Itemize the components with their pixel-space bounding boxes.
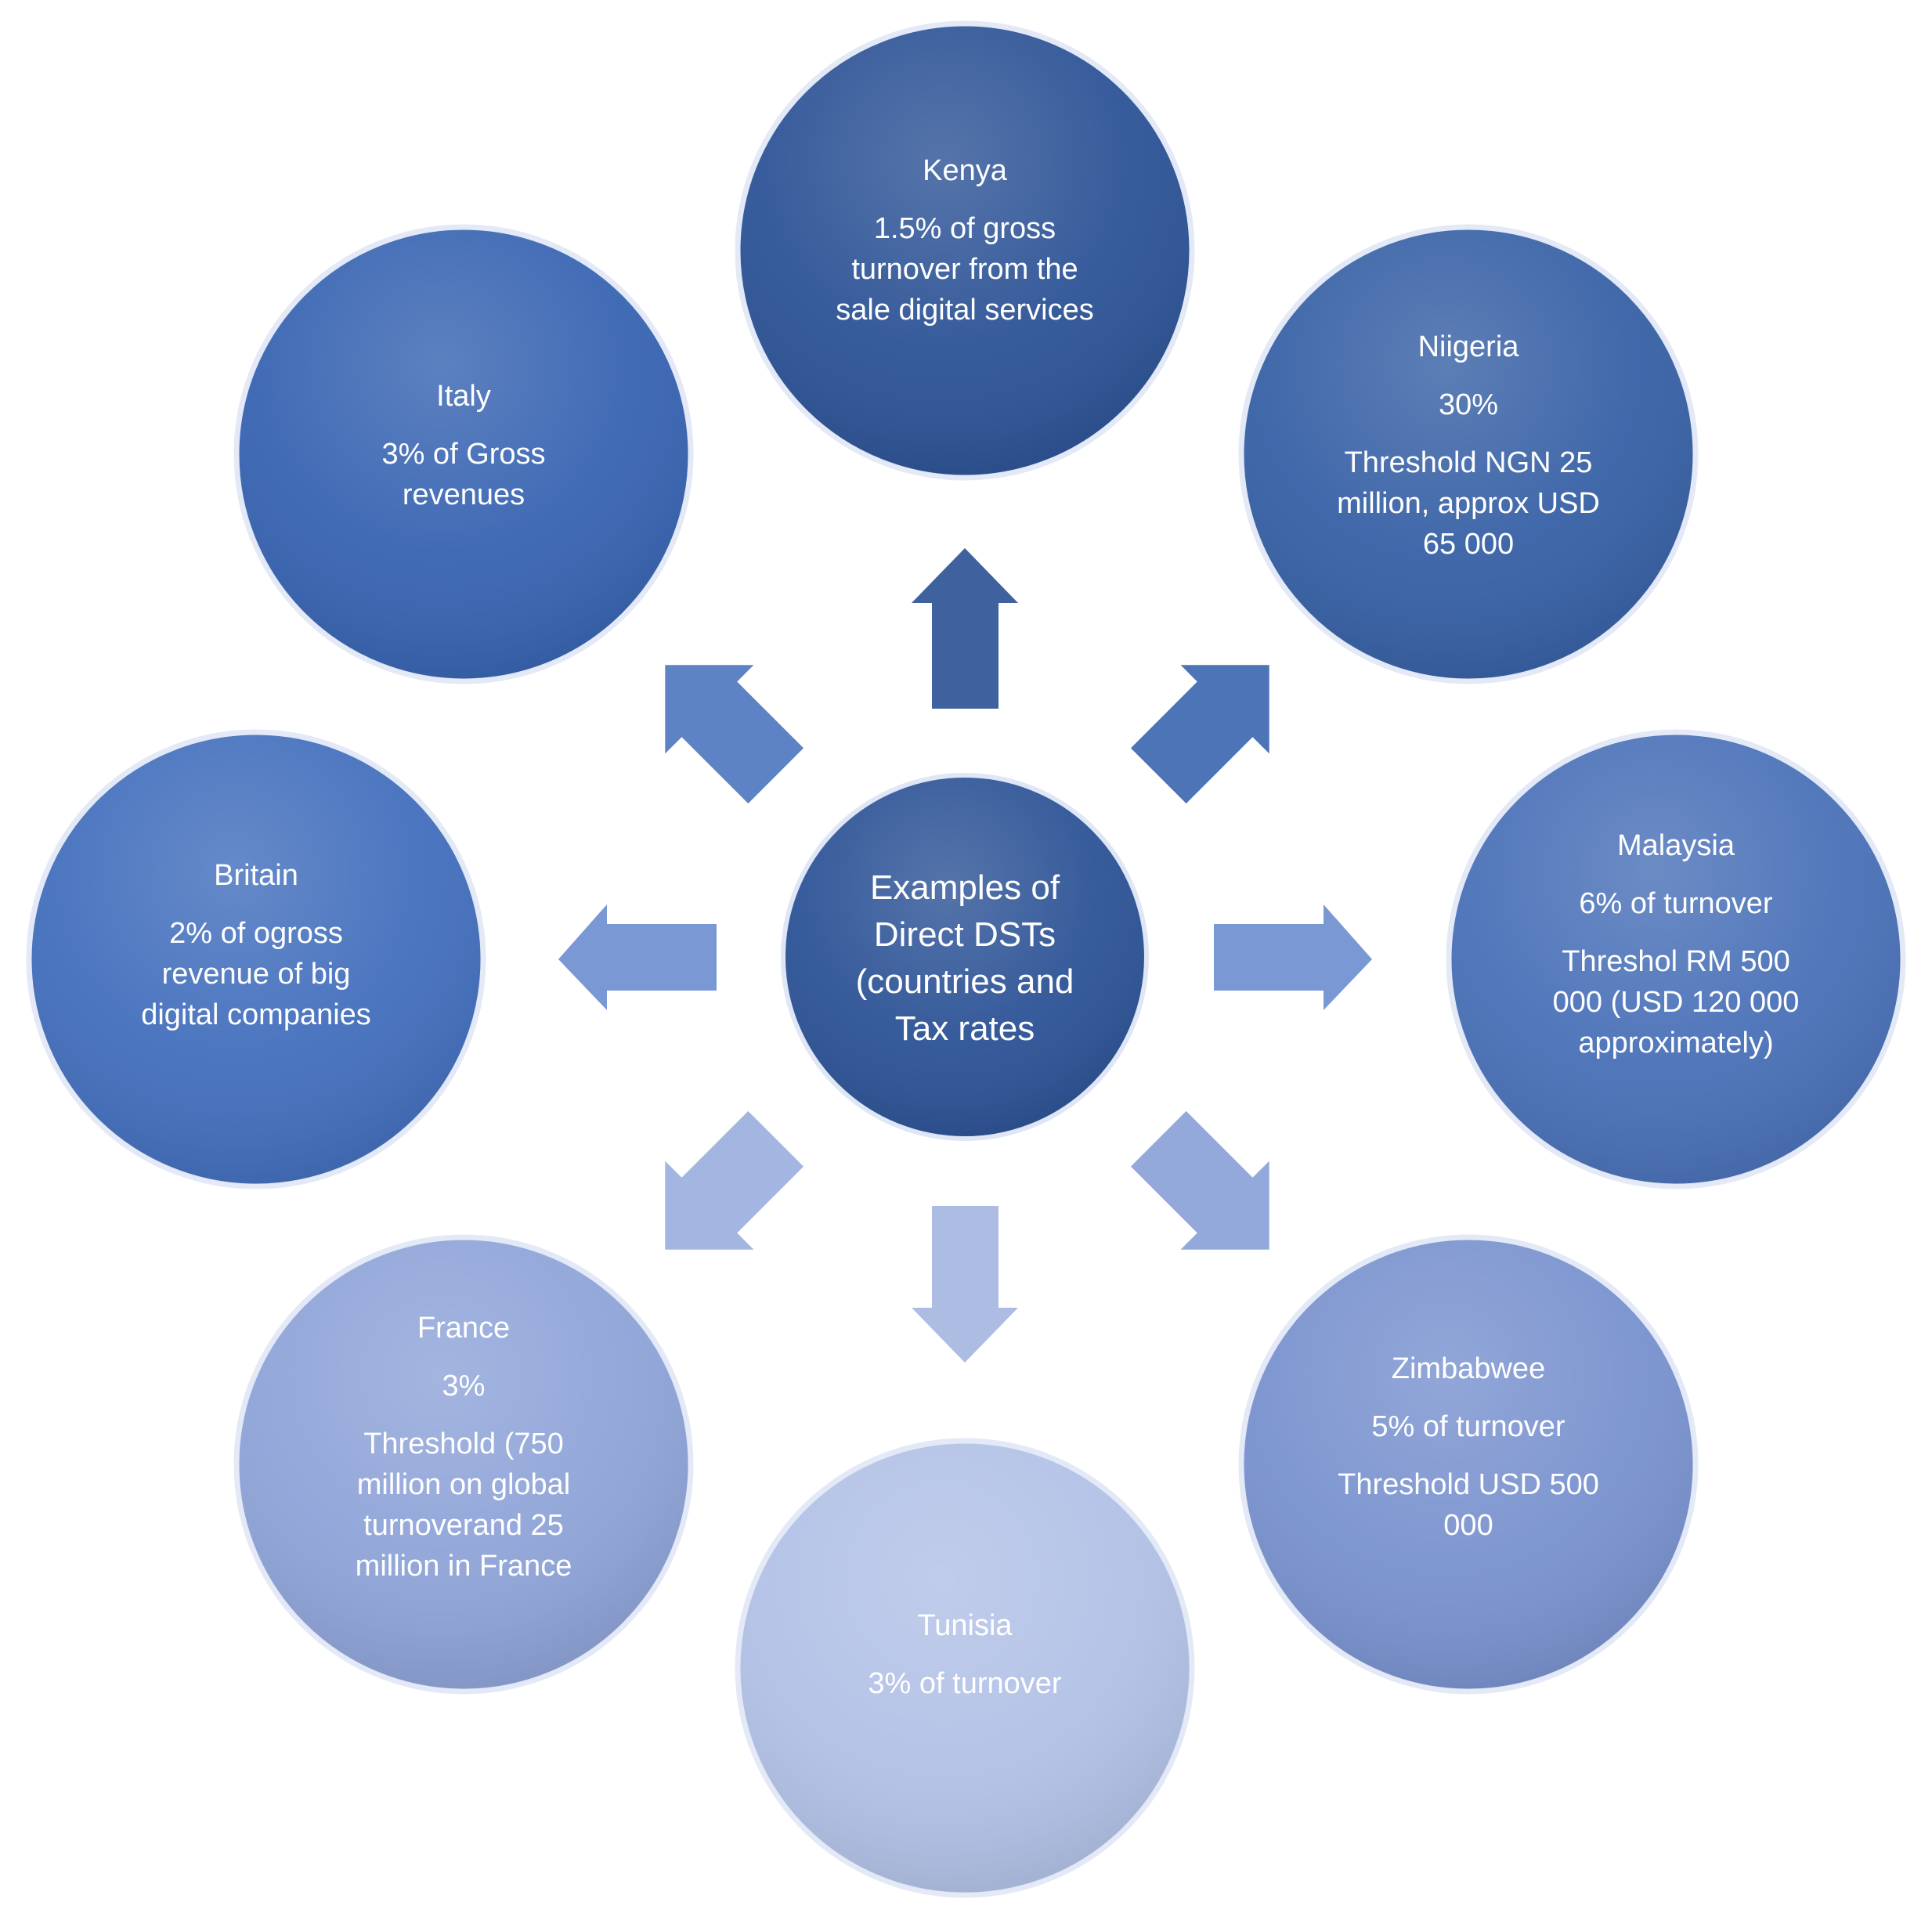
node-niigeria-text-2-0: Threshold NGN 25	[1345, 446, 1593, 479]
node-malaysia-shine	[1451, 735, 1901, 1184]
node-france-text-2-2: turnoverand 25	[363, 1509, 564, 1542]
node-france-shine	[239, 1240, 688, 1689]
arrow-right	[1214, 904, 1372, 1010]
country-nodes: Kenya 1.5% of gross turnover from the sale …	[26, 20, 1906, 1898]
arrow-left	[558, 904, 717, 1010]
node-malaysia-text-2-0: Threshol RM 500	[1562, 945, 1789, 978]
node-niigeria: Niigeria 30% Threshold NGN 25 million, appr…	[1238, 224, 1699, 684]
arrow-up	[912, 548, 1018, 709]
node-italy-text-0-0: Italy	[436, 380, 491, 413]
center-title-line-3: (countries and	[856, 962, 1074, 1001]
node-france-text-1-0: 3%	[442, 1370, 486, 1402]
node-france-text-2-1: million on global	[357, 1468, 571, 1501]
node-niigeria-text-1-0: 30%	[1439, 388, 1498, 421]
node-britain-text-1-0: 2% of ogross	[169, 917, 343, 950]
arrow-up-right	[1130, 665, 1269, 804]
node-kenya-text-1-1: turnover from the	[851, 253, 1078, 286]
center-title-line-1: Examples of	[870, 868, 1060, 907]
node-france-text-0-0: France	[417, 1312, 510, 1345]
node-kenya-text-1-0: 1.5% of gross	[874, 212, 1056, 245]
node-britain-text-1-2: digital companies	[141, 998, 371, 1031]
center-title-line-4: Tax rates	[895, 1009, 1035, 1048]
node-britain-text-0-0: Britain	[214, 859, 298, 892]
node-malaysia-text-1-0: 6% of turnover	[1579, 887, 1772, 920]
node-zimbabwee-text-2-1: 000	[1443, 1509, 1493, 1542]
node-zimbabwee-text-2-0: Threshold USD 500	[1338, 1468, 1599, 1501]
node-italy-text-1-1: revenues	[403, 478, 525, 511]
center-title-line-2: Direct DSTs	[874, 915, 1056, 954]
center-node: Examples of Direct DSTs (countries and T…	[781, 773, 1149, 1141]
node-britain-shine	[31, 735, 481, 1184]
node-malaysia-text-2-2: approximately)	[1578, 1027, 1773, 1059]
node-niigeria-text-0-0: Niigeria	[1418, 330, 1520, 363]
node-niigeria-text-2-1: million, approx USD	[1337, 487, 1600, 520]
arrow-down-left	[665, 1110, 804, 1250]
node-tunisia: Tunisia 3% of turnover	[735, 1438, 1195, 1898]
node-tunisia-shine	[740, 1443, 1190, 1893]
node-kenya-text-1-2: sale digital services	[836, 294, 1093, 327]
node-italy-shine	[239, 229, 688, 679]
arrow-up-left	[665, 665, 804, 804]
node-italy-text-1-0: 3% of Gross	[381, 438, 545, 471]
node-kenya-text-0-0: Kenya	[923, 154, 1008, 187]
node-france-text-2-3: million in France	[356, 1550, 572, 1583]
node-zimbabwee-shine	[1244, 1240, 1693, 1689]
node-kenya: Kenya 1.5% of gross turnover from the sale …	[735, 20, 1195, 481]
node-tunisia-text-0-0: Tunisia	[917, 1609, 1013, 1642]
node-zimbabwee-text-0-0: Zimbabwee	[1392, 1352, 1545, 1385]
node-zimbabwee-text-1-0: 5% of turnover	[1371, 1410, 1565, 1443]
node-italy: Italy 3% of Gross revenues	[233, 224, 694, 684]
node-tunisia-text-1-0: 3% of turnover	[868, 1667, 1061, 1700]
arrow-down	[912, 1206, 1018, 1363]
node-malaysia-text-2-1: 000 (USD 120 000	[1553, 986, 1800, 1019]
arrow-down-right	[1130, 1110, 1269, 1250]
node-france-text-2-0: Threshold (750	[363, 1428, 564, 1460]
node-niigeria-shine	[1244, 229, 1693, 679]
node-malaysia-text-0-0: Malaysia	[1617, 829, 1735, 862]
node-kenya-shine	[740, 26, 1190, 475]
node-britain: Britain 2% of ogross revenue of big digital…	[26, 729, 486, 1189]
node-britain-text-1-1: revenue of big	[162, 958, 351, 991]
arrow-group	[558, 548, 1372, 1363]
center-shine	[785, 778, 1144, 1136]
node-france: France 3% Threshold (750 million on global t…	[233, 1234, 694, 1695]
node-niigeria-text-2-2: 65 000	[1423, 528, 1514, 561]
